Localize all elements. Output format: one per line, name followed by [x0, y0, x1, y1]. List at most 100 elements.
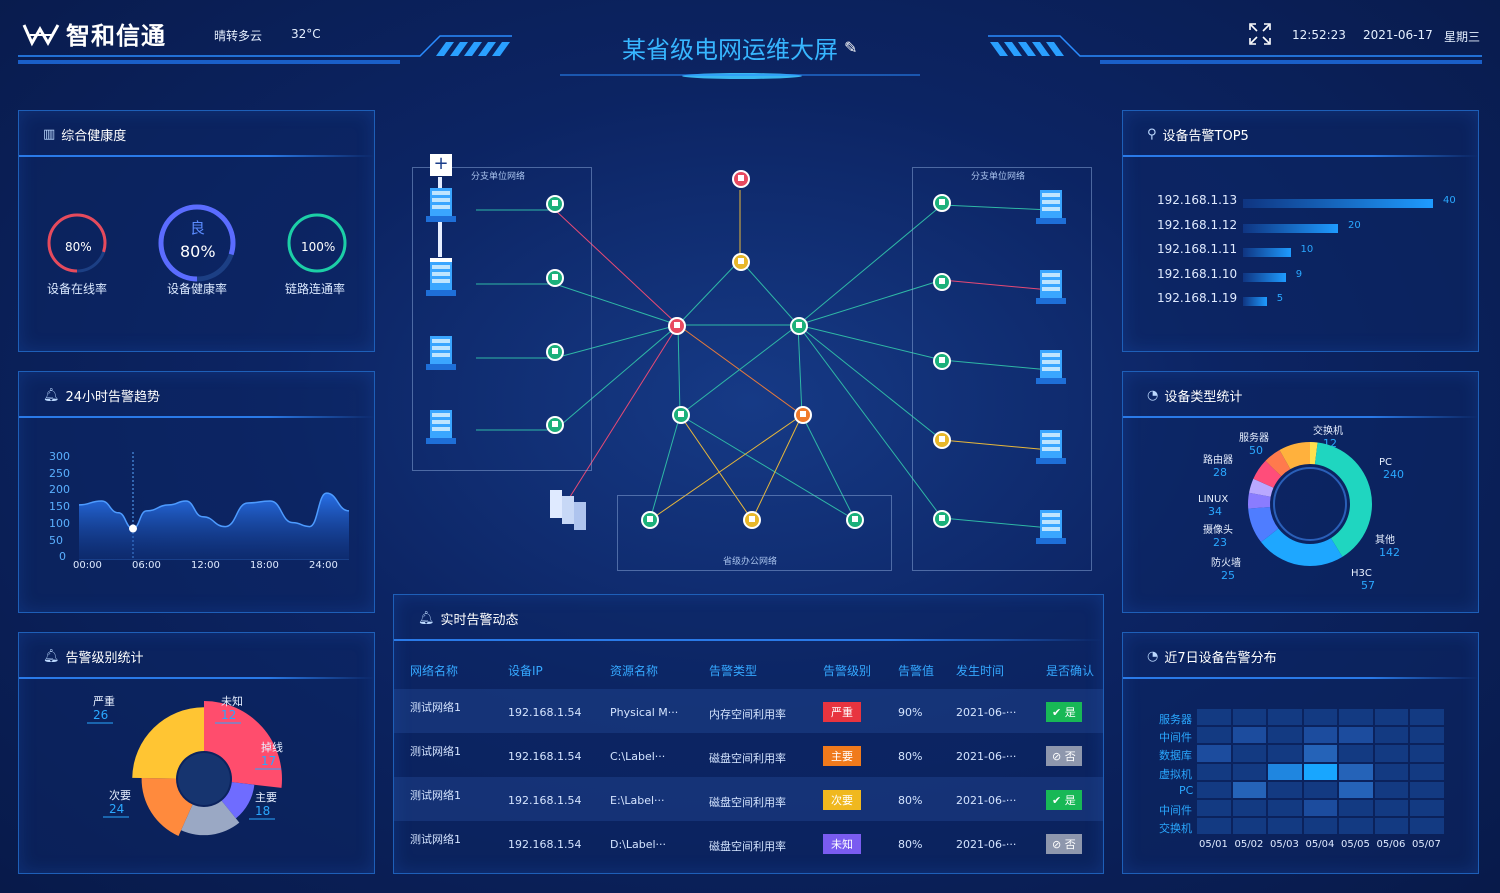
heatmap-cell[interactable] — [1268, 727, 1302, 744]
level-slice-name: 掉线 — [261, 740, 283, 754]
heatmap-cell[interactable] — [1374, 709, 1408, 726]
heatmap-cell[interactable] — [1410, 781, 1444, 798]
heatmap-cell[interactable] — [1410, 709, 1444, 726]
heatmap-cell[interactable] — [1197, 709, 1231, 726]
heatmap-cell[interactable] — [1268, 745, 1302, 762]
heatmap-cell[interactable] — [1232, 800, 1266, 817]
heatmap-cell[interactable] — [1197, 745, 1231, 762]
device-type-slice[interactable] — [1279, 442, 1310, 470]
heatmap-cell[interactable] — [1374, 781, 1408, 798]
title-divider — [1123, 416, 1478, 418]
alarm-header-cell: 告警类型 — [709, 664, 758, 678]
heatmap-cell[interactable] — [1303, 727, 1337, 744]
alarm-confirm-toggle[interactable]: ⊘ 否 — [1046, 834, 1082, 854]
heatmap-cell[interactable] — [1303, 709, 1337, 726]
device-type-slice[interactable] — [1248, 492, 1271, 509]
trend-line — [79, 492, 349, 530]
alarm-time: 2021-06-··· — [956, 750, 1017, 763]
heatmap-cell[interactable] — [1268, 763, 1302, 780]
level-slice[interactable] — [181, 800, 240, 836]
heatmap-cell[interactable] — [1410, 745, 1444, 762]
top5-bar[interactable] — [1243, 272, 1286, 282]
heatmap-cell[interactable] — [1374, 727, 1408, 744]
heatmap-cell[interactable] — [1339, 745, 1373, 762]
device-type-slice[interactable] — [1261, 528, 1343, 566]
top5-title: ⚲设备告警TOP5 — [1147, 127, 1249, 144]
heatmap-cell[interactable] — [1232, 781, 1266, 798]
heatmap-cell[interactable] — [1410, 800, 1444, 817]
heatmap-cell[interactable] — [1268, 818, 1302, 835]
heatmap-cell[interactable] — [1197, 727, 1231, 744]
heatmap-col-label: 05/04 — [1305, 839, 1335, 851]
heatmap-cell[interactable] — [1339, 727, 1373, 744]
device-type-slice[interactable] — [1314, 442, 1372, 557]
heatmap-cell[interactable] — [1339, 818, 1373, 835]
heatmap-cell[interactable] — [1232, 709, 1266, 726]
heatmap-cell[interactable] — [1232, 818, 1266, 835]
heatmap-cell[interactable] — [1232, 745, 1266, 762]
bell-icon: 🔔︎ — [43, 649, 60, 664]
alarm-device-ip: 192.168.1.54 — [508, 706, 582, 719]
trend-x-tick: 12:00 — [191, 560, 220, 571]
alarm-confirm-toggle[interactable]: ⊘ 否 — [1046, 746, 1082, 766]
alarm-confirm-toggle[interactable]: ✔ 是 — [1046, 790, 1082, 810]
heatmap-cell[interactable] — [1232, 727, 1266, 744]
heatmap-cell[interactable] — [1303, 800, 1337, 817]
level-slice[interactable] — [141, 777, 193, 836]
heatmap-cell[interactable] — [1410, 763, 1444, 780]
device-type-slice[interactable] — [1253, 460, 1282, 488]
trend-x-tick: 06:00 — [132, 560, 161, 571]
level-slice-name: 未知 — [221, 694, 243, 708]
heatmap-cell[interactable] — [1303, 781, 1337, 798]
health-title: ▥综合健康度 — [43, 127, 127, 144]
branch-network-left: 分支单位网络 — [412, 167, 592, 471]
alarm-resource: D:\Label··· — [610, 838, 667, 851]
heatmap-cell[interactable] — [1197, 763, 1231, 780]
trend-highlight-point[interactable] — [129, 524, 137, 533]
device-type-slice[interactable] — [1249, 478, 1274, 497]
heatmap-cell[interactable] — [1410, 727, 1444, 744]
heatmap-cell[interactable] — [1303, 763, 1337, 780]
heatmap-cell[interactable] — [1374, 745, 1408, 762]
trend-y-tick: 300 — [49, 450, 70, 463]
device-type-name: 路由器 — [1203, 453, 1233, 466]
top5-bar[interactable] — [1243, 223, 1338, 233]
heatmap-cell[interactable] — [1339, 763, 1373, 780]
heatmap-cell[interactable] — [1303, 745, 1337, 762]
top5-bar[interactable] — [1243, 297, 1267, 306]
heatmap-cell[interactable] — [1197, 781, 1231, 798]
heatmap-cell[interactable] — [1374, 800, 1408, 817]
heatmap-cell[interactable] — [1374, 818, 1408, 835]
heatmap-cell[interactable] — [1374, 763, 1408, 780]
alarm-header-cell: 是否确认 — [1046, 664, 1095, 678]
alarm-confirm-toggle[interactable]: ✔ 是 — [1046, 702, 1082, 722]
alarm-device-ip: 192.168.1.54 — [508, 838, 582, 851]
fullscreen-icon[interactable] — [1248, 22, 1272, 46]
heatmap-cell[interactable] — [1268, 781, 1302, 798]
zoom-in-button[interactable]: + — [430, 154, 452, 176]
device-type-slice[interactable] — [1265, 450, 1291, 477]
title-divider — [19, 677, 374, 679]
heatmap-cell[interactable] — [1410, 818, 1444, 835]
heatmap-cell[interactable] — [1339, 800, 1373, 817]
heatmap-cell[interactable] — [1268, 800, 1302, 817]
heatmap-cell[interactable] — [1339, 709, 1373, 726]
top5-bar[interactable] — [1243, 199, 1433, 208]
heatmap-cell[interactable] — [1197, 818, 1231, 835]
heatmap-cell[interactable] — [1232, 763, 1266, 780]
device-type-slice[interactable] — [1310, 442, 1318, 465]
heatmap-cell[interactable] — [1303, 818, 1337, 835]
top5-bar[interactable] — [1243, 248, 1291, 257]
heatmap-cell[interactable] — [1268, 709, 1302, 726]
device-type-slice[interactable] — [1248, 506, 1279, 543]
heatmap-cell[interactable] — [1197, 800, 1231, 817]
level-slice[interactable] — [132, 707, 204, 779]
level-slice[interactable] — [221, 782, 255, 819]
device-type-name: PC — [1379, 457, 1392, 468]
edit-icon[interactable]: ✎ — [844, 38, 858, 57]
heatmap-cell[interactable] — [1339, 781, 1373, 798]
